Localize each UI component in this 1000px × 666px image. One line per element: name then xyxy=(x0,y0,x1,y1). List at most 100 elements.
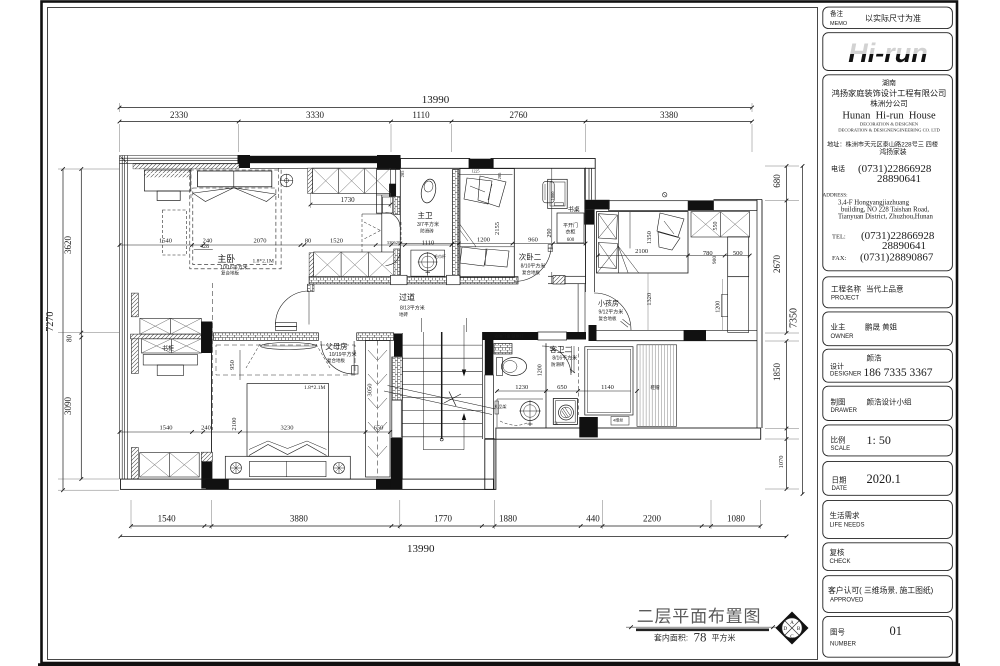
svg-text:书柜: 书柜 xyxy=(162,345,174,353)
svg-text:DECORATION & DESIGNEN: DECORATION & DESIGNEN xyxy=(860,122,919,127)
svg-text:1540: 1540 xyxy=(160,425,173,432)
svg-text:次卧二: 次卧二 xyxy=(519,252,542,262)
svg-text:鹏晟 黄姐: 鹏晟 黄姐 xyxy=(865,322,898,332)
svg-text:2200: 2200 xyxy=(643,514,662,524)
svg-text:28890641: 28890641 xyxy=(882,240,926,252)
svg-text:2020.1: 2020.1 xyxy=(867,472,901,486)
svg-text:2100: 2100 xyxy=(231,418,238,431)
svg-text:205: 205 xyxy=(497,172,502,180)
svg-text:680: 680 xyxy=(772,174,782,188)
svg-text:主卧: 主卧 xyxy=(217,253,235,264)
svg-text:1520: 1520 xyxy=(330,238,343,245)
svg-text:1200: 1200 xyxy=(477,237,490,244)
svg-text:80: 80 xyxy=(66,335,74,343)
svg-text:复核: 复核 xyxy=(830,547,845,557)
svg-text:当代上品意: 当代上品意 xyxy=(866,284,904,294)
svg-text:01: 01 xyxy=(890,624,903,638)
svg-text:C: C xyxy=(790,634,794,640)
svg-text:洗: 洗 xyxy=(554,421,558,426)
svg-text:3050: 3050 xyxy=(367,384,374,397)
svg-text:套内面积:: 套内面积: xyxy=(654,633,688,643)
svg-text:1110: 1110 xyxy=(412,110,430,120)
svg-text:1140: 1140 xyxy=(601,384,614,391)
svg-text:ADDRESS:: ADDRESS: xyxy=(823,193,849,199)
svg-text:960: 960 xyxy=(528,237,538,244)
svg-text:主卫: 主卫 xyxy=(418,210,433,220)
svg-text:复合地板: 复合地板 xyxy=(327,357,345,364)
svg-text:图号: 图号 xyxy=(830,628,845,637)
svg-text:290: 290 xyxy=(547,229,553,238)
svg-text:PROJECT: PROJECT xyxy=(831,296,859,302)
svg-text:CHECK: CHECK xyxy=(830,559,851,565)
svg-text:(0731)22866928: (0731)22866928 xyxy=(861,230,935,242)
svg-text:1230: 1230 xyxy=(515,384,528,391)
svg-text:(0731)28890867: (0731)28890867 xyxy=(860,252,934,264)
svg-text:地址：株洲市天元区泰山路228号三 四楼: 地址：株洲市天元区泰山路228号三 四楼 xyxy=(827,141,938,149)
svg-text:父母房: 父母房 xyxy=(325,341,348,351)
svg-text:衣柜: 衣柜 xyxy=(565,229,575,236)
svg-text:二层平面布置图: 二层平面布置图 xyxy=(637,607,762,626)
svg-text:3230: 3230 xyxy=(281,425,294,432)
svg-text:240: 240 xyxy=(203,238,213,245)
svg-text:28890641: 28890641 xyxy=(877,173,921,185)
svg-text:小孩房: 小孩房 xyxy=(598,299,619,308)
svg-text:Hunan Hi-run House: Hunan Hi-run House xyxy=(842,111,936,122)
svg-text:2670: 2670 xyxy=(772,255,782,274)
svg-text:205: 205 xyxy=(400,170,405,178)
svg-text:比例: 比例 xyxy=(831,435,846,445)
svg-text:3880: 3880 xyxy=(290,514,309,524)
svg-text:防滑砖: 防滑砖 xyxy=(420,228,434,235)
svg-text:设计: 设计 xyxy=(830,362,844,371)
svg-text:Hi-run: Hi-run xyxy=(848,38,927,68)
svg-text:550: 550 xyxy=(713,222,719,231)
svg-text:MEMO: MEMO xyxy=(830,21,848,27)
svg-text:1: 50: 1: 50 xyxy=(867,433,891,447)
svg-text:平方米: 平方米 xyxy=(712,633,736,643)
svg-text:78: 78 xyxy=(694,630,707,645)
svg-text:NUMBER: NUMBER xyxy=(830,642,857,648)
svg-text:客户认可( 三维场景, 施工图纸): 客户认可( 三维场景, 施工图纸) xyxy=(828,585,934,595)
svg-text:颜浩设计小组: 颜浩设计小组 xyxy=(867,397,912,407)
svg-text:鸿扬家装: 鸿扬家装 xyxy=(879,147,906,156)
svg-text:OWNER: OWNER xyxy=(831,334,855,340)
svg-text:书桌: 书桌 xyxy=(568,206,580,214)
svg-text:428: 428 xyxy=(200,244,209,250)
svg-text:以实际尺寸为准: 以实际尺寸为准 xyxy=(865,13,921,23)
svg-text:生活需求: 生活需求 xyxy=(830,510,860,520)
svg-text:复合地板: 复合地板 xyxy=(599,315,617,322)
svg-text:2330: 2330 xyxy=(170,110,189,120)
svg-text:过道: 过道 xyxy=(399,292,415,302)
svg-text:1540: 1540 xyxy=(158,514,177,524)
svg-text:平开门: 平开门 xyxy=(563,222,578,229)
svg-text:TEL:: TEL: xyxy=(832,234,846,241)
svg-text:8/16平方米: 8/16平方米 xyxy=(552,355,577,362)
svg-text:DECORATION & DESIGNENGINEERING: DECORATION & DESIGNENGINEERING CO. LTD xyxy=(838,128,940,133)
svg-text:80: 80 xyxy=(305,238,312,245)
svg-text:1200: 1200 xyxy=(538,364,544,376)
svg-text:B: B xyxy=(797,626,801,632)
svg-text:1200: 1200 xyxy=(716,301,722,313)
svg-text:8/13平方米: 8/13平方米 xyxy=(400,305,425,312)
svg-text:日期: 日期 xyxy=(832,476,847,485)
svg-text:1730: 1730 xyxy=(341,196,356,204)
svg-text:3090: 3090 xyxy=(63,397,73,416)
svg-text:7270: 7270 xyxy=(45,312,56,332)
svg-text:4维丝: 4维丝 xyxy=(613,417,623,423)
svg-text:复合地板: 复合地板 xyxy=(221,270,239,277)
svg-text:Tianyuan District, Zhuzhou,Hun: Tianyuan District, Zhuzhou,Hunan xyxy=(838,214,933,221)
svg-text:3620: 3620 xyxy=(63,236,73,255)
svg-text:备注: 备注 xyxy=(830,9,844,18)
svg-text:13990: 13990 xyxy=(407,543,435,555)
svg-text:1080: 1080 xyxy=(727,514,746,524)
svg-text:building, NO 228 Taishan Road,: building, NO 228 Taishan Road, xyxy=(841,207,929,214)
svg-text:Hi-run: Hi-run xyxy=(848,38,927,68)
svg-text:1000: 1000 xyxy=(550,191,555,201)
svg-text:工程名称: 工程名称 xyxy=(831,284,861,294)
svg-text:600: 600 xyxy=(567,238,575,243)
svg-text:1540: 1540 xyxy=(159,238,172,245)
svg-text:SCALE: SCALE xyxy=(831,446,851,452)
svg-text:株洲分公司: 株洲分公司 xyxy=(870,98,908,108)
svg-text:DESIGNER: DESIGNER xyxy=(830,372,862,378)
svg-text:3380: 3380 xyxy=(660,110,679,120)
svg-text:240: 240 xyxy=(201,425,211,432)
